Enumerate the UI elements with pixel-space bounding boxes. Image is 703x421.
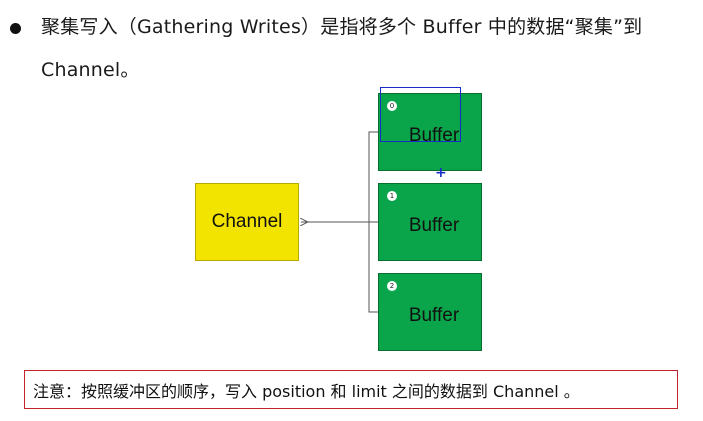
buffer-index-badge-2: 2	[387, 281, 397, 291]
buffer-index-badge-1: 1	[387, 191, 397, 201]
channel-box: Channel	[195, 183, 299, 261]
buffer-label-1: Buffer	[408, 215, 460, 236]
buffer-label-2: Buffer	[408, 305, 460, 326]
buffer-label-0: Buffer	[408, 125, 460, 146]
intro-text: 聚集写入（Gathering Writes）是指将多个 Buffer 中的数据“…	[41, 16, 643, 81]
buffer-box-1: 1 Buffer	[378, 183, 482, 261]
bullet-icon	[10, 23, 21, 34]
channel-label: Channel	[211, 211, 283, 232]
crosshair-cursor-icon: +	[435, 165, 447, 181]
selection-rectangle[interactable]	[380, 87, 461, 142]
note-box: 注意：按照缓冲区的顺序，写入 position 和 limit 之间的数据到 C…	[24, 370, 678, 409]
buffer-box-0: 0 Buffer	[378, 93, 482, 171]
intro-paragraph: 聚集写入（Gathering Writes）是指将多个 Buffer 中的数据“…	[10, 6, 698, 92]
note-text: 注意：按照缓冲区的顺序，写入 position 和 limit 之间的数据到 C…	[33, 381, 580, 401]
buffer-box-2: 2 Buffer	[378, 273, 482, 351]
buffer-index-badge-0: 0	[387, 101, 397, 111]
